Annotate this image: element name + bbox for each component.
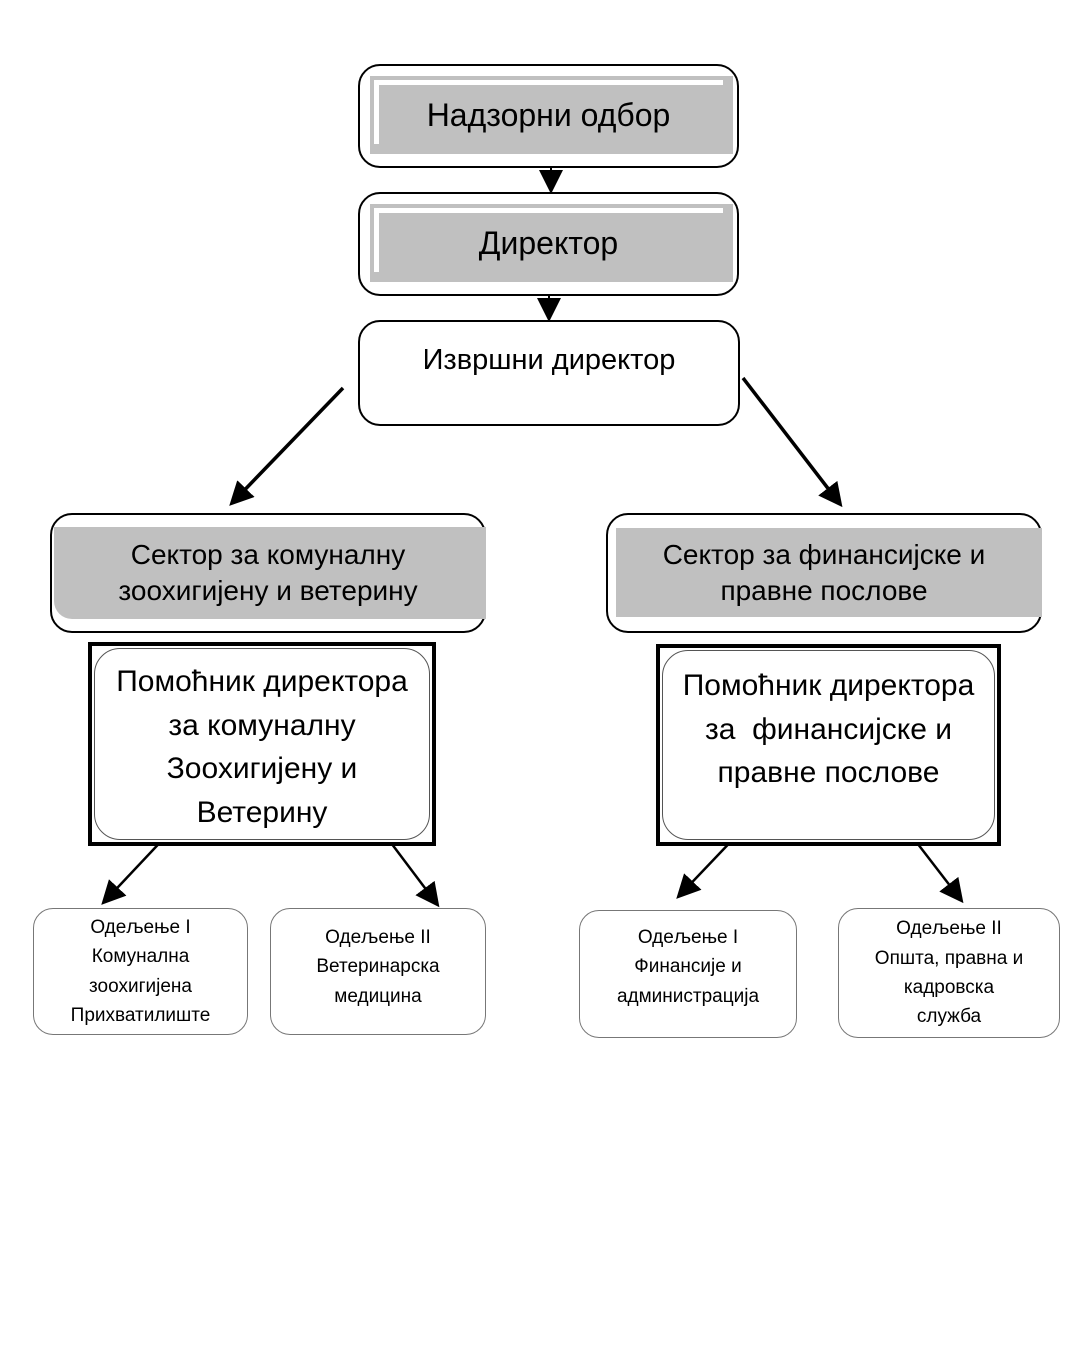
- label-line: правне послове: [720, 575, 928, 606]
- label-line: Ветерину: [196, 795, 328, 829]
- node-supervisory-board[interactable]: Надзорни одбор: [358, 64, 739, 168]
- node-label: Надзорни одбор: [426, 97, 671, 134]
- inner-frame: [662, 650, 995, 840]
- label-line: Сектор за комуналну: [130, 538, 406, 570]
- label-line: служба: [916, 1006, 982, 1028]
- label-line: Помоћник директора: [682, 669, 975, 702]
- node-dept-communal-hygiene-shelter[interactable]: Одељење I Комунална зоохигијена Прихвати…: [33, 908, 248, 1035]
- node-label: Одељење II Ветеринарска медицина: [316, 923, 439, 1011]
- node-dept-veterinary-medicine[interactable]: Одељење II Ветеринарска медицина: [270, 908, 486, 1035]
- label-line: администрација: [616, 985, 760, 1007]
- node-label: Сектор за комуналну зоохигијену и ветери…: [118, 537, 417, 610]
- label-line: правне послове: [717, 756, 940, 789]
- label-line: Одељење I: [637, 927, 739, 948]
- node-label: Извршни директор: [422, 344, 676, 376]
- label-line: Одељење II: [325, 927, 431, 948]
- node-dept-general-legal-hr[interactable]: Одељење II Општа, правна и кадровска слу…: [838, 908, 1060, 1038]
- node-dept-finance-administration[interactable]: Одељење I Финансије и администрација: [579, 910, 797, 1038]
- label-line: Прихватилиште: [70, 1004, 211, 1026]
- node-director[interactable]: Директор: [358, 192, 739, 296]
- node-executive-director[interactable]: Извршни директор: [358, 320, 740, 426]
- node-assistant-communal-hygiene[interactable]: Помоћник директора за комуналну Зоохигиј…: [88, 642, 436, 846]
- label-line: Одељење II: [896, 918, 1002, 940]
- label-line: Ветеринарска: [316, 956, 440, 978]
- label-line: Одељење I: [90, 916, 191, 938]
- label-line: кадровска: [903, 977, 995, 998]
- arrow-executive-to-sector-right: [741, 376, 843, 508]
- label-line: за комуналну: [168, 708, 356, 742]
- node-label: Помоћник директора за финансијске и прав…: [683, 664, 975, 795]
- arrow-executive-to-sector-left: [229, 386, 345, 506]
- node-label: Одељење I Финансије и администрација: [617, 923, 759, 1011]
- label-line: Општа, правна и: [874, 947, 1024, 969]
- node-assistant-finance-legal[interactable]: Помоћник директора за финансијске и прав…: [656, 644, 1001, 846]
- node-label: Директор: [478, 225, 619, 262]
- node-sector-communal-hygiene[interactable]: Сектор за комуналну зоохигијену и ветери…: [50, 513, 486, 633]
- node-label: Сектор за финансијске и правне послове: [663, 537, 986, 610]
- label-line: Помоћник директора: [116, 665, 408, 698]
- label-line: Финансије и: [634, 956, 742, 978]
- inner-frame: [94, 648, 430, 840]
- label-line: Зоохигијену и: [166, 752, 358, 785]
- label-line: зоохигијена: [89, 975, 192, 997]
- label-line: зоохигијену и ветерину: [118, 575, 418, 606]
- node-sector-finance-legal[interactable]: Сектор за финансијске и правне послове: [606, 513, 1042, 633]
- label-line: за финансијске и: [704, 712, 952, 746]
- node-label: Одељење I Комунална зоохигијена Прихвати…: [71, 913, 211, 1031]
- node-label: Одељење II Општа, правна и кадровска слу…: [875, 914, 1023, 1032]
- label-line: Сектор за финансијске и: [662, 538, 986, 570]
- node-label: Помоћник директора за комуналну Зоохигиј…: [116, 660, 408, 834]
- label-line: медицина: [334, 985, 422, 1007]
- label-line: Комунална: [91, 946, 190, 968]
